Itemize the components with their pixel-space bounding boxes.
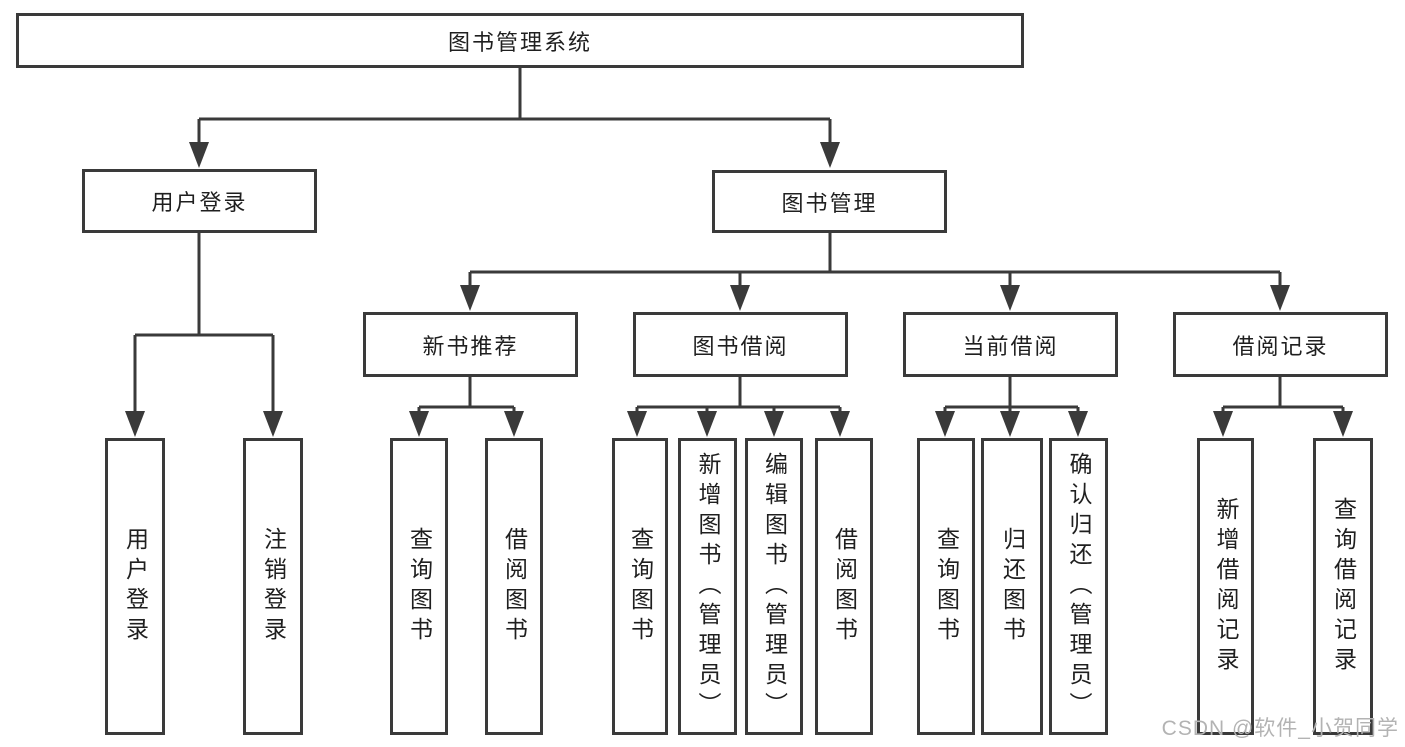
node-current-borrow: 当前借阅 — [903, 312, 1118, 377]
node-user-login: 用户登录 — [82, 169, 317, 233]
leaf-query-books-3-label: 查询图书 — [933, 526, 960, 647]
node-new-book-recommend-label: 新书推荐 — [422, 333, 519, 359]
node-book-borrow: 图书借阅 — [633, 312, 848, 377]
leaf-add-book-admin-label: 新增图书（管理员） — [695, 451, 721, 722]
node-borrow-records: 借阅记录 — [1173, 312, 1388, 377]
leaf-edit-book-admin-label: 编辑图书（管理员） — [761, 451, 788, 722]
leaf-edit-book-admin: 编辑图书（管理员） — [745, 438, 803, 735]
node-book-borrow-label: 图书借阅 — [692, 333, 789, 359]
leaf-add-borrow-record: 新增借阅记录 — [1197, 438, 1254, 735]
node-current-borrow-label: 当前借阅 — [962, 333, 1059, 359]
leaf-return-book-label: 归还图书 — [999, 526, 1026, 647]
leaf-user-login: 用户登录 — [105, 438, 165, 735]
node-root-label: 图书管理系统 — [447, 29, 592, 55]
leaf-query-borrow-record: 查询借阅记录 — [1313, 438, 1373, 735]
leaf-confirm-return-admin-label: 确认归还（管理员） — [1066, 451, 1092, 722]
leaf-add-book-admin: 新增图书（管理员） — [678, 438, 737, 735]
leaf-user-login-label: 用户登录 — [122, 526, 149, 647]
arrowheads — [125, 142, 1353, 437]
leaf-query-books-1-label: 查询图书 — [406, 526, 433, 647]
leaf-borrow-books-1-label: 借阅图书 — [501, 526, 528, 647]
leaf-add-borrow-record-label: 新增借阅记录 — [1213, 496, 1239, 677]
node-root: 图书管理系统 — [16, 13, 1024, 68]
csdn-watermark: CSDN @软件_小贺同学 — [1161, 717, 1399, 740]
leaf-borrow-books-1: 借阅图书 — [485, 438, 543, 735]
node-new-book-recommend: 新书推荐 — [363, 312, 578, 377]
leaf-borrow-books-2-label: 借阅图书 — [831, 526, 858, 647]
leaf-query-books-1: 查询图书 — [390, 438, 448, 735]
node-book-management: 图书管理 — [712, 170, 947, 233]
node-book-management-label: 图书管理 — [781, 190, 878, 216]
leaf-query-borrow-record-label: 查询借阅记录 — [1330, 496, 1357, 677]
leaf-logout: 注销登录 — [243, 438, 303, 735]
leaf-query-books-2: 查询图书 — [612, 438, 668, 735]
leaf-confirm-return-admin: 确认归还（管理员） — [1049, 438, 1108, 735]
leaf-return-book: 归还图书 — [981, 438, 1043, 735]
leaf-logout-label: 注销登录 — [260, 526, 287, 647]
node-user-login-label: 用户登录 — [151, 190, 248, 215]
node-borrow-records-label: 借阅记录 — [1232, 333, 1329, 359]
leaf-query-books-3: 查询图书 — [917, 438, 975, 735]
leaf-query-books-2-label: 查询图书 — [627, 526, 654, 647]
leaf-borrow-books-2: 借阅图书 — [815, 438, 873, 735]
